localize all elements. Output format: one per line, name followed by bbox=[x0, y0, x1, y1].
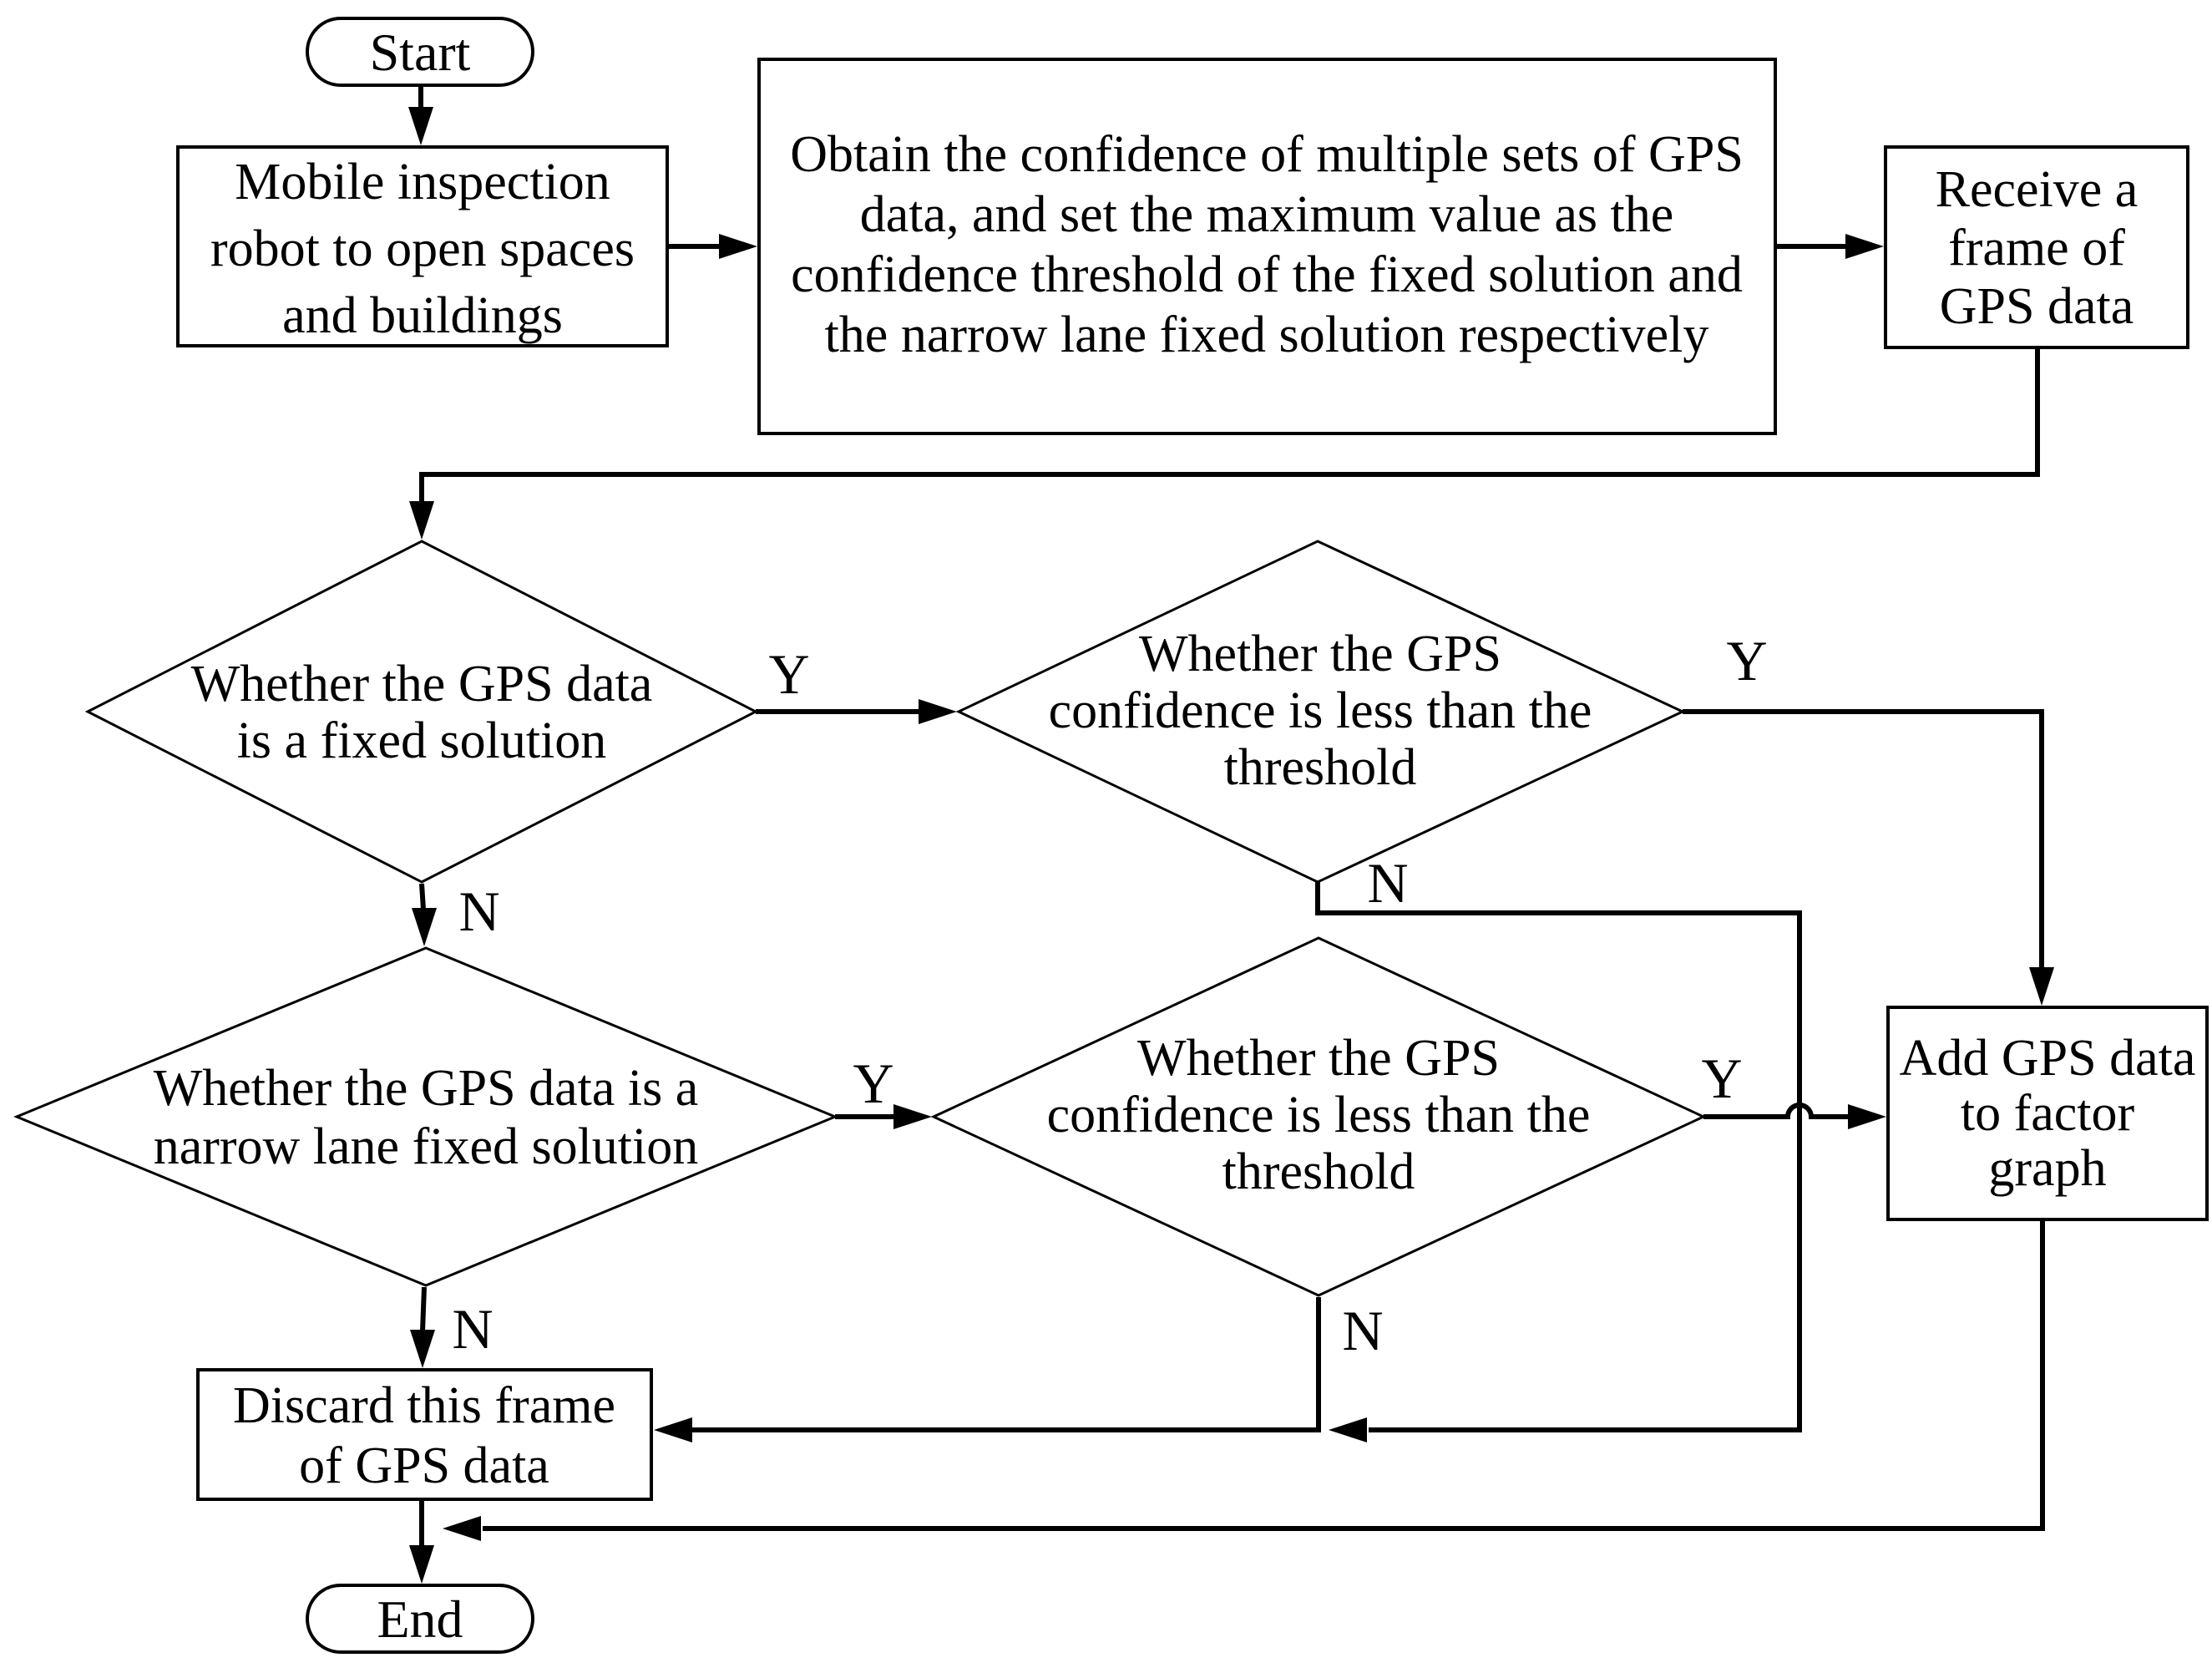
narrow-confidence-line-0: Whether the GPS bbox=[1137, 1030, 1500, 1087]
add-factor-graph-line-2: graph bbox=[1988, 1140, 2106, 1197]
arrowhead-deploy-to-obtain bbox=[719, 234, 757, 259]
edge-narrow-conf-yes bbox=[1703, 1103, 1850, 1119]
discard-frame-line-1: of GPS data bbox=[299, 1437, 549, 1494]
fixed-confidence-line-2: threshold bbox=[1224, 739, 1417, 796]
arrowhead-discard-to-end bbox=[409, 1545, 434, 1584]
add-factor-graph-line-1: to factor bbox=[1961, 1085, 2135, 1142]
obtain-confidence-process bbox=[757, 58, 1777, 435]
arrowhead-obtain-to-receive bbox=[1845, 234, 1884, 259]
obtain-confidence-line-2: confidence threshold of the fixed soluti… bbox=[791, 246, 1743, 303]
arrowhead-narrow-yes bbox=[893, 1104, 932, 1129]
arrowhead-fixed-conf-yes bbox=[2029, 967, 2054, 1006]
arrowhead-fixed-conf-no bbox=[1329, 1417, 1367, 1442]
discard-frame-line-0: Discard this frame bbox=[233, 1377, 615, 1434]
end-node-label: End bbox=[377, 1589, 463, 1649]
narrow-confidence-decision bbox=[930, 936, 1707, 1297]
arrowhead-receive-to-fixed-decision bbox=[409, 501, 434, 540]
arrowhead-start-to-deploy bbox=[408, 107, 433, 145]
fixed-solution-line-1: is a fixed solution bbox=[237, 712, 607, 769]
narrow-lane-line-1: narrow lane fixed solution bbox=[154, 1118, 699, 1175]
arrowhead-narrow-no bbox=[410, 1330, 435, 1368]
receive-frame-process bbox=[1884, 145, 2189, 349]
arrowhead-narrow-conf-yes bbox=[1848, 1104, 1886, 1129]
receive-frame-line-2: GPS data bbox=[1940, 278, 2134, 335]
label-fixed-conf-no: N bbox=[1367, 851, 1408, 915]
discard-frame-process bbox=[196, 1368, 653, 1501]
narrow-lane-line-0: Whether the GPS data is a bbox=[154, 1060, 699, 1117]
obtain-confidence-line-1: data, and set the maximum value as the bbox=[860, 186, 1673, 243]
fixed-confidence-line-0: Whether the GPS bbox=[1139, 626, 1501, 682]
label-fixed-no: N bbox=[458, 880, 499, 943]
start-node bbox=[306, 17, 534, 87]
fixed-solution-decision bbox=[84, 540, 759, 884]
obtain-confidence-line-0: Obtain the confidence of multiple sets o… bbox=[790, 126, 1744, 183]
end-node bbox=[306, 1584, 534, 1654]
add-factor-graph-line-0: Add GPS data bbox=[1900, 1030, 2196, 1087]
edge-fixed-conf-no bbox=[1315, 882, 1802, 1432]
edge-narrow-conf-no bbox=[692, 1297, 1321, 1432]
receive-frame-line-1: frame of bbox=[1948, 220, 2125, 276]
fixed-solution-line-0: Whether the GPS data bbox=[191, 656, 653, 712]
label-fixed-yes: Y bbox=[768, 642, 809, 706]
edge-fixed-conf-yes bbox=[1683, 709, 2044, 967]
deploy-robot-line-0: Mobile inspection bbox=[235, 154, 610, 210]
obtain-confidence-line-3: the narrow lane fixed solution respectiv… bbox=[825, 307, 1709, 363]
label-narrow-yes: Y bbox=[853, 1052, 893, 1115]
arrowhead-fixed-yes bbox=[919, 699, 957, 724]
deploy-robot-line-2: and buildings bbox=[282, 287, 563, 344]
fixed-confidence-line-1: confidence is less than the bbox=[1049, 682, 1592, 739]
receive-frame-line-0: Receive a bbox=[1936, 161, 2139, 218]
narrow-confidence-line-2: threshold bbox=[1222, 1143, 1415, 1200]
edge-fixed-no bbox=[419, 883, 426, 910]
narrow-confidence-line-1: confidence is less than the bbox=[1047, 1087, 1591, 1143]
deploy-robot-line-1: robot to open spaces bbox=[210, 221, 635, 277]
arrowhead-factor-graph-to-end bbox=[443, 1516, 481, 1541]
start-node-label: Start bbox=[370, 23, 471, 82]
deploy-robot-process bbox=[176, 145, 669, 347]
edge-factor-graph-to-end bbox=[483, 1219, 2045, 1531]
arrowhead-fixed-no bbox=[412, 908, 437, 946]
label-narrow-conf-yes: Y bbox=[1701, 1047, 1742, 1110]
arrowhead-narrow-conf-no bbox=[654, 1417, 692, 1442]
narrow-lane-decision bbox=[13, 946, 838, 1287]
fixed-confidence-decision bbox=[955, 540, 1686, 884]
edge-narrow-no bbox=[420, 1286, 427, 1332]
edge-receive-to-fixed-decision bbox=[419, 347, 2040, 503]
label-narrow-no: N bbox=[452, 1297, 493, 1361]
label-fixed-conf-yes: Y bbox=[1726, 629, 1767, 692]
add-factor-graph-process bbox=[1886, 1006, 2209, 1221]
label-narrow-conf-no: N bbox=[1342, 1299, 1383, 1362]
